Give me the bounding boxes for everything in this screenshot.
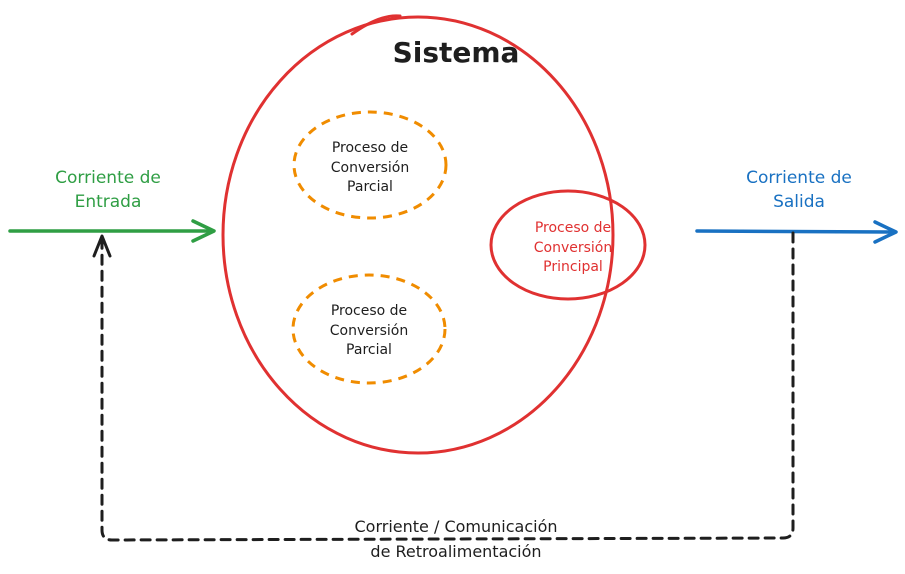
process-partial-bottom-line-3: Parcial	[346, 342, 392, 358]
feedback-label-line-2: de Retroalimentación	[370, 542, 541, 561]
process-main: Proceso de Conversión Principal	[489, 189, 647, 301]
process-partial-bottom-shape	[291, 273, 447, 385]
input-stream-label-line-1: Corriente de	[55, 168, 161, 188]
process-partial-top-shape	[292, 110, 448, 220]
feedback-label-line-1: Corriente / Comunicación	[355, 517, 558, 536]
process-main-line-1: Proceso de	[535, 220, 611, 236]
input-stream: Corriente de Entrada	[8, 168, 216, 243]
system-boundary	[221, 14, 615, 455]
output-stream: Corriente de Salida	[695, 168, 898, 244]
input-arrow-head	[191, 219, 216, 243]
process-partial-top-line-1: Proceso de	[332, 140, 408, 156]
feedback-path	[100, 231, 795, 542]
process-main-line-3: Principal	[543, 259, 603, 275]
feedback-loop: Corriente / Comunicación de Retroaliment…	[92, 231, 795, 561]
process-partial-bottom-line-2: Conversión	[330, 323, 409, 339]
process-partial-bottom-line-1: Proceso de	[331, 303, 407, 319]
system-circle-overlap-stroke	[350, 14, 402, 36]
process-partial-top-line-2: Conversión	[331, 160, 410, 176]
input-stream-label-line-2: Entrada	[75, 192, 142, 212]
process-partial-top-line-3: Parcial	[347, 179, 393, 195]
process-main-line-2: Conversión	[534, 240, 613, 256]
system-circle	[221, 15, 615, 455]
output-stream-label-line-1: Corriente de	[746, 168, 852, 188]
output-stream-label-line-2: Salida	[773, 192, 825, 212]
process-main-shape	[489, 189, 647, 301]
output-arrow-line	[695, 229, 897, 234]
feedback-arrow-head	[92, 234, 112, 258]
process-partial-bottom: Proceso de Conversión Parcial	[291, 273, 447, 385]
output-arrow-head	[873, 220, 898, 244]
system-title: Sistema	[393, 36, 520, 69]
process-partial-top: Proceso de Conversión Parcial	[292, 110, 448, 220]
